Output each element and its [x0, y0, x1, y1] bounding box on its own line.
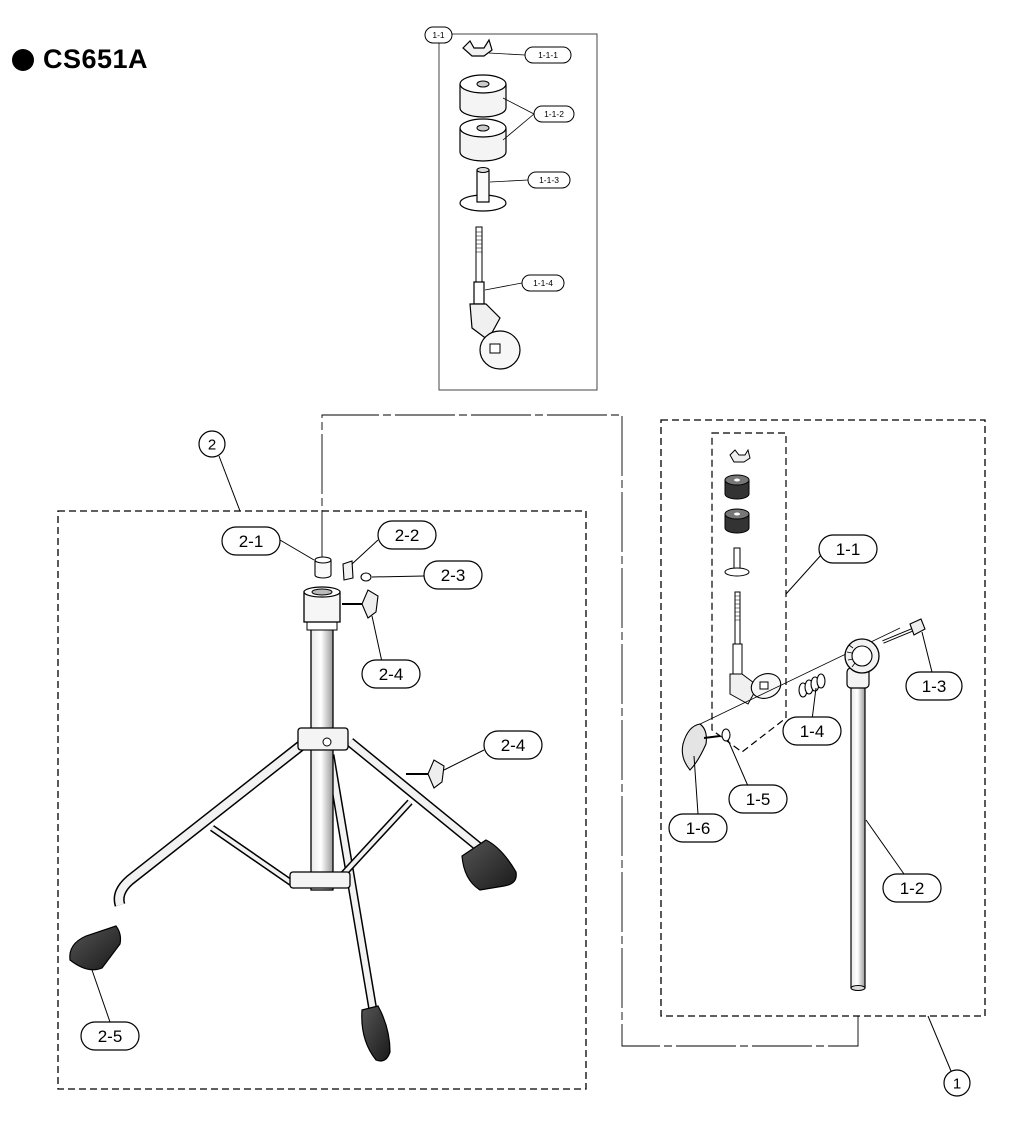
callout-text: 1-1-3 — [539, 175, 559, 185]
felt-washer-upper — [459, 74, 507, 118]
callout-text: 2-5 — [98, 1027, 123, 1046]
group-callout-2 — [198, 430, 226, 458]
callout-2-2 — [377, 520, 437, 550]
bullet-icon — [12, 48, 34, 71]
mini-felt-upper — [724, 474, 750, 500]
tripod-legs — [113, 738, 484, 1041]
spring-1-4 — [798, 673, 826, 698]
callout-1-1-2 — [533, 105, 575, 123]
callout-1-3 — [905, 671, 963, 701]
rubber-foot-left — [69, 925, 122, 971]
callout-text: 1-1-1 — [538, 50, 558, 60]
group-callout-1 — [943, 1069, 971, 1097]
model-name: CS651A — [43, 44, 149, 74]
callout-1-5 — [728, 784, 788, 814]
callout-1-4 — [782, 716, 842, 746]
callout-2-4-upper — [361, 659, 421, 689]
callout-text: 1-1 — [432, 30, 445, 40]
felt-washer-lower — [459, 118, 507, 162]
t-bolt-2-4-upper — [342, 589, 379, 619]
rubber-foot-front — [361, 1005, 391, 1062]
t-bolt-2-4-lower — [406, 759, 445, 789]
model-title: CS651A — [12, 44, 148, 75]
callout-text: 1-2 — [900, 879, 925, 898]
callout-text: 1-6 — [686, 819, 711, 838]
tube-insert-2-1 — [314, 556, 332, 579]
tilter-bolt-part — [469, 226, 521, 370]
group-callout-text: 1 — [953, 1076, 961, 1093]
mini-tilter-bolt — [729, 591, 782, 705]
callout-text: 1-1-4 — [533, 278, 553, 288]
callout-1-2 — [882, 873, 942, 903]
rubber-foot-right — [461, 839, 517, 891]
callout-1-1-1 — [524, 46, 572, 64]
arm-rod-1-2 — [844, 638, 880, 991]
callout-1-6 — [668, 813, 728, 843]
callout-1-1-inset — [424, 26, 453, 44]
inset-detail-1-1: 1-1 1-1-1 1-1-2 1- — [424, 26, 598, 391]
group-callout-text: 2 — [208, 437, 216, 454]
callout-1-1-3 — [527, 171, 571, 189]
callout-2-1 — [221, 526, 281, 556]
callout-2-4-lower — [483, 730, 543, 760]
callout-text: 1-3 — [922, 677, 947, 696]
leg-bracket — [289, 727, 351, 889]
callout-2-3 — [423, 560, 483, 590]
callout-text: 2-4 — [501, 736, 526, 755]
mini-sleeve — [724, 547, 750, 577]
callout-2-5 — [80, 1021, 140, 1051]
wing-nut-part — [462, 38, 493, 57]
stand-assembly-group: 2 — [57, 430, 587, 1090]
mini-felt-lower — [724, 508, 750, 534]
callout-text: 2-4 — [379, 665, 404, 684]
callout-text: 1-4 — [800, 722, 825, 741]
callout-text: 1-1 — [836, 540, 861, 559]
clip-2-2 — [342, 560, 354, 581]
callout-1-1-4 — [521, 274, 565, 292]
bolt-1-3 — [882, 618, 926, 644]
washer-1-5 — [721, 728, 731, 742]
callout-text: 1-1-2 — [544, 109, 564, 119]
washer-2-3 — [360, 572, 372, 582]
connection-lines — [321, 414, 859, 1047]
mini-wing-nut — [729, 448, 751, 463]
callout-text: 1-5 — [746, 790, 771, 809]
cymbal-sleeve-part — [459, 167, 507, 212]
callout-text: 2-2 — [395, 526, 420, 545]
callout-1-1 — [818, 534, 878, 564]
callout-text: 2-1 — [239, 532, 264, 551]
wing-bolt-1-6 — [681, 723, 721, 771]
arm-assembly-group: 1 — [660, 419, 986, 1097]
callout-text: 2-3 — [441, 566, 466, 585]
